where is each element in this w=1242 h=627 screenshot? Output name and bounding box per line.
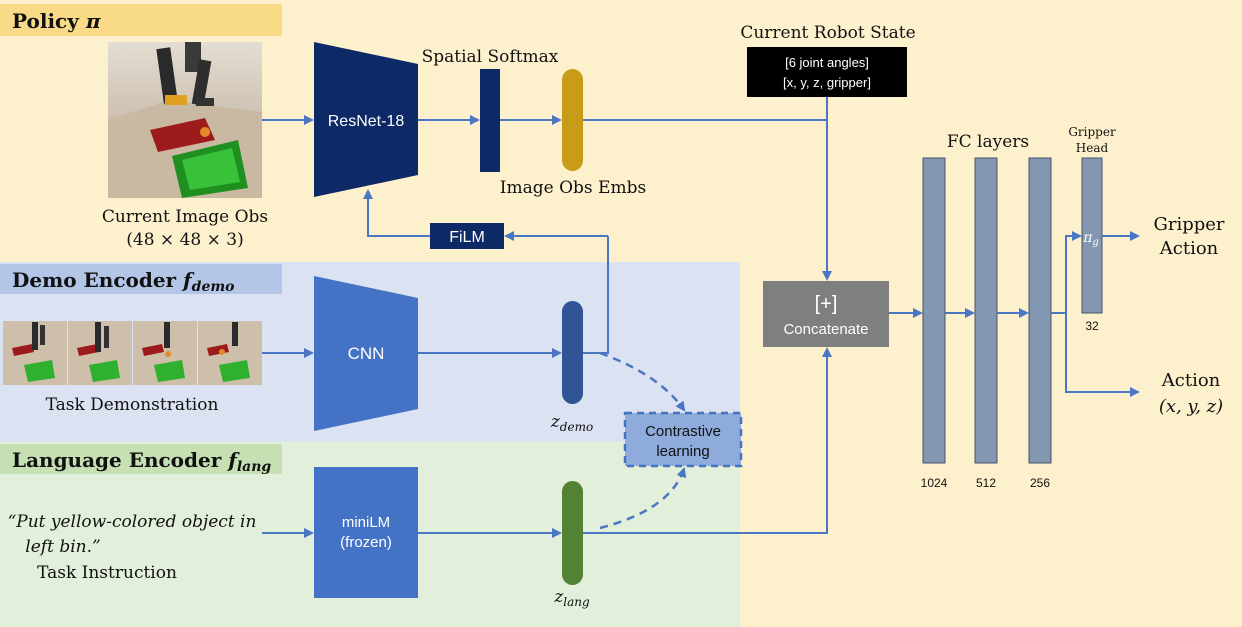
dashed-zlang-to-contrastive xyxy=(599,467,687,530)
z-demo-label: zdemo xyxy=(550,412,593,434)
gripper-head-line1: Gripper xyxy=(1068,125,1116,139)
demo-frame xyxy=(68,321,132,385)
demo-encoder-title-sub: demo xyxy=(192,279,235,295)
image-obs-caption-line2: (48 × 48 × 3) xyxy=(126,230,243,250)
z-lang-label: zlang xyxy=(553,587,590,609)
contrastive-line2: learning xyxy=(656,443,709,460)
connectors xyxy=(262,97,1140,538)
fc-layer-1024 xyxy=(922,157,946,464)
demo-frame xyxy=(3,321,67,385)
language-encoder-title-symbol: f xyxy=(226,448,240,472)
resnet-block xyxy=(314,42,418,197)
demo-encoder-title: Demo Encoder fdemo xyxy=(12,268,235,295)
policy-title-bar xyxy=(0,4,282,36)
z-demo-sub: demo xyxy=(560,420,593,434)
arrow-fc3-to-action xyxy=(1065,313,1140,397)
demo-encoder-title-symbol: f xyxy=(181,268,195,292)
demo-frame xyxy=(198,321,262,385)
language-encoder-title-sub: lang xyxy=(237,459,272,475)
cnn-block xyxy=(314,276,418,431)
demo-frame xyxy=(133,321,197,385)
action-line2: (x, y, z) xyxy=(1159,396,1223,417)
fc-size-256: 256 xyxy=(1030,476,1050,490)
robot-state-line1: [6 joint angles] xyxy=(785,55,869,70)
fc-size-512: 512 xyxy=(976,476,996,490)
arrow-zlang-to-concat xyxy=(583,347,832,534)
film-label: FiLM xyxy=(449,229,485,246)
z-lang-symbol: z xyxy=(553,587,564,607)
robot-state-box xyxy=(747,47,907,97)
demo-encoder-title-bar xyxy=(0,264,282,294)
z-lang-sub: lang xyxy=(563,595,590,609)
policy-title-symbol: π xyxy=(85,9,101,33)
current-image-obs xyxy=(108,42,262,198)
contrastive-line1: Contrastive xyxy=(645,423,721,440)
instruction-line2: left bin.” xyxy=(25,537,100,557)
gripper-head-size: 32 xyxy=(1085,319,1099,333)
language-encoder-title: Language Encoder flang xyxy=(12,448,271,475)
z-demo-embedding xyxy=(562,301,583,404)
policy-title-text: Policy xyxy=(12,9,86,33)
minilm-block xyxy=(314,467,418,598)
concatenate-block xyxy=(763,281,889,347)
gripper-head-line2: Head xyxy=(1076,141,1109,155)
instruction-line1: “Put yellow-colored object in xyxy=(8,512,257,532)
gripper-head-symbol: πg xyxy=(1082,230,1099,248)
gripper-head-symbol-sub: g xyxy=(1092,237,1098,248)
z-demo-symbol: z xyxy=(550,412,561,432)
minilm-line1: miniLM xyxy=(342,514,390,531)
concatenate-symbol: [+] xyxy=(815,293,838,315)
arrow-film-to-resnet xyxy=(363,189,430,237)
gripper-head-symbol-main: π xyxy=(1082,230,1093,246)
robot-state-line2: [x, y, z, gripper] xyxy=(783,75,871,90)
gripper-action-line2: Action xyxy=(1159,238,1219,259)
image-obs-embedding xyxy=(562,69,583,171)
resnet-label: ResNet-18 xyxy=(328,113,405,130)
fc-size-1024: 1024 xyxy=(921,476,948,490)
task-demonstration-images xyxy=(3,321,262,385)
line-zdemo-to-film xyxy=(583,236,609,354)
cnn-label: CNN xyxy=(348,344,385,363)
film-block xyxy=(430,223,504,249)
language-encoder-title-text: Language Encoder xyxy=(12,448,228,472)
gripper-action-line1: Gripper xyxy=(1153,214,1224,235)
dashed-zdemo-to-contrastive xyxy=(599,351,686,412)
image-obs-embs-label: Image Obs Embs xyxy=(500,178,646,198)
minilm-line2: (frozen) xyxy=(340,534,392,551)
action-line1: Action xyxy=(1161,370,1221,391)
instruction-caption: Task Instruction xyxy=(37,563,177,583)
demo-encoder-title-text: Demo Encoder xyxy=(12,268,183,292)
policy-title: Policy π xyxy=(12,9,101,33)
language-encoder-title-bar xyxy=(0,444,282,474)
arrow-fc3-to-gripper-head xyxy=(1051,231,1082,314)
fc-layer-512 xyxy=(974,157,998,464)
task-demonstration-caption: Task Demonstration xyxy=(46,395,219,415)
fc-layers-title: FC layers xyxy=(947,132,1029,152)
spatial-softmax-block xyxy=(480,69,500,172)
fc-layer-256 xyxy=(1028,157,1052,464)
robot-state-title: Current Robot State xyxy=(740,23,915,43)
concatenate-label: Concatenate xyxy=(783,321,868,338)
spatial-softmax-label: Spatial Softmax xyxy=(422,47,559,67)
contrastive-learning-box xyxy=(623,411,743,468)
image-obs-caption-line1: Current Image Obs xyxy=(102,207,268,227)
z-lang-embedding xyxy=(562,481,583,585)
